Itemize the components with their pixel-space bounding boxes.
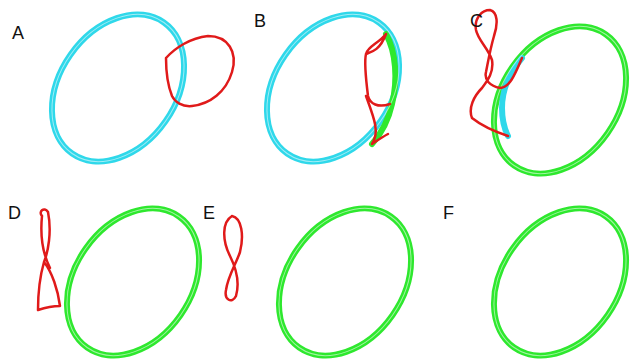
panel-letter: A [12,24,24,42]
panel-letter: D [8,204,21,222]
red-loop-a [166,36,234,106]
ring-b [240,0,427,187]
ring-a [25,0,212,187]
red-loop-c [471,10,522,136]
red-loop-e [224,216,242,300]
panel-letter: C [470,12,483,30]
red-loop-d [38,209,60,310]
panel-letter: E [203,204,215,222]
ring-e [252,183,439,360]
panel-letter: F [443,204,454,222]
ring-f [467,183,632,360]
ring-c [467,1,632,199]
ring-d [40,183,227,360]
red-loop-b [365,34,390,144]
panel-letter: B [254,12,266,30]
